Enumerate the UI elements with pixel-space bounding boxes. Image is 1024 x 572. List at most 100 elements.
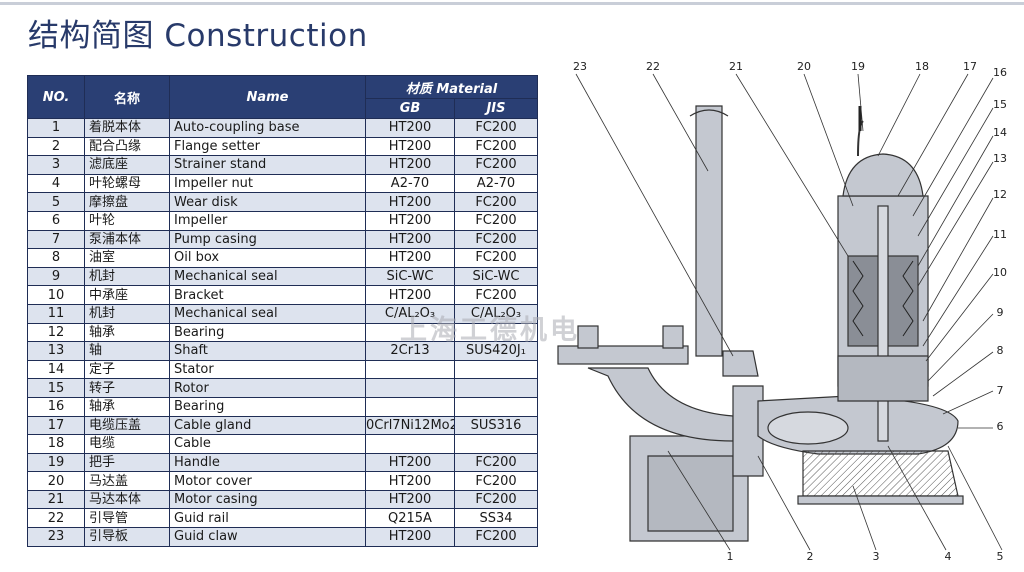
cell-en: Shaft bbox=[169, 341, 366, 361]
cell-gb: HT200 bbox=[365, 527, 455, 547]
cell-gb bbox=[365, 396, 455, 417]
cell-gb: 0Crl7Ni12Mo2 bbox=[365, 415, 455, 436]
cell-en: Guid rail bbox=[169, 508, 366, 529]
cell-no: 3 bbox=[27, 155, 85, 175]
cell-jis: FC200 bbox=[454, 285, 538, 305]
cell-gb: HT200 bbox=[365, 285, 455, 305]
cell-gb: A2-70 bbox=[365, 173, 455, 194]
cell-jis: A2-70 bbox=[454, 173, 538, 194]
callout-16: 16 bbox=[993, 66, 1007, 79]
cell-gb: HT200 bbox=[365, 118, 455, 138]
callout-1: 1 bbox=[727, 550, 734, 563]
callout-18: 18 bbox=[915, 60, 929, 73]
cell-gb: HT200 bbox=[365, 471, 455, 491]
callout-22: 22 bbox=[646, 60, 660, 73]
cell-en: Cable bbox=[169, 434, 366, 454]
cell-en: Impeller bbox=[169, 210, 366, 231]
cell-no: 17 bbox=[27, 415, 85, 436]
cell-cn: 摩擦盘 bbox=[84, 192, 170, 212]
oil-box bbox=[837, 355, 929, 402]
cell-cn: 泵浦本体 bbox=[84, 229, 170, 250]
cell-en: Oil box bbox=[169, 248, 366, 268]
callout-20: 20 bbox=[797, 60, 811, 73]
cell-gb: SiC-WC bbox=[365, 266, 455, 287]
cell-jis bbox=[454, 434, 538, 454]
cell-en: Cable gland bbox=[169, 415, 366, 436]
cell-cn: 轴 bbox=[84, 341, 170, 361]
cell-gb: HT200 bbox=[365, 248, 455, 268]
callout-17: 17 bbox=[963, 60, 977, 73]
motor-cover bbox=[842, 153, 924, 197]
cell-no: 7 bbox=[27, 229, 85, 250]
cell-gb: HT200 bbox=[365, 136, 455, 157]
cell-en: Strainer stand bbox=[169, 155, 366, 175]
flange-setter bbox=[732, 385, 764, 477]
cell-no: 11 bbox=[27, 303, 85, 324]
callout-15: 15 bbox=[993, 98, 1007, 111]
cell-cn: 着脱本体 bbox=[84, 118, 170, 138]
cell-en: Bearing bbox=[169, 322, 366, 343]
cell-gb: HT200 bbox=[365, 192, 455, 212]
cell-jis: FC200 bbox=[454, 489, 538, 510]
cell-no: 2 bbox=[27, 136, 85, 157]
cell-jis bbox=[454, 396, 538, 417]
cell-gb: 2Cr13 bbox=[365, 341, 455, 361]
callout-4: 4 bbox=[945, 550, 952, 563]
cell-jis: FC200 bbox=[454, 471, 538, 491]
cell-no: 13 bbox=[27, 341, 85, 361]
col-header-cn-name: 名称 bbox=[84, 75, 170, 119]
cell-gb bbox=[365, 359, 455, 380]
cell-en: Guid claw bbox=[169, 527, 366, 547]
callout-5: 5 bbox=[997, 550, 1004, 563]
cell-cn: 电缆 bbox=[84, 434, 170, 454]
cell-gb bbox=[365, 378, 455, 398]
cell-en: Flange setter bbox=[169, 136, 366, 157]
cell-cn: 机封 bbox=[84, 303, 170, 324]
page-title: 结构简图 Construction bbox=[28, 18, 368, 54]
cell-cn: 引导板 bbox=[84, 527, 170, 547]
callout-13: 13 bbox=[993, 152, 1007, 165]
cell-en: Handle bbox=[169, 452, 366, 473]
watermark: 上海工德机电 bbox=[400, 315, 580, 346]
cell-en: Bearing bbox=[169, 396, 366, 417]
cell-no: 9 bbox=[27, 266, 85, 287]
cell-cn: 定子 bbox=[84, 359, 170, 380]
cell-no: 4 bbox=[27, 173, 85, 194]
cell-gb: C/AL₂O₃ bbox=[365, 303, 455, 324]
cell-cn: 中承座 bbox=[84, 285, 170, 305]
cell-cn: 油室 bbox=[84, 248, 170, 268]
cell-jis bbox=[454, 359, 538, 380]
cell-no: 14 bbox=[27, 359, 85, 380]
cell-cn: 电缆压盖 bbox=[84, 415, 170, 436]
callout-2: 2 bbox=[807, 550, 814, 563]
col-header-jis: JIS bbox=[454, 98, 538, 119]
cell-cn: 叶轮螺母 bbox=[84, 173, 170, 194]
cell-en: Motor cover bbox=[169, 471, 366, 491]
cell-cn: 转子 bbox=[84, 378, 170, 398]
col-header-material: 材质 Material bbox=[365, 75, 538, 99]
shaft bbox=[877, 205, 889, 442]
cell-no: 10 bbox=[27, 285, 85, 305]
callout-11: 11 bbox=[993, 228, 1007, 241]
cell-no: 12 bbox=[27, 322, 85, 343]
cell-cn: 马达盖 bbox=[84, 471, 170, 491]
cell-no: 23 bbox=[27, 527, 85, 547]
